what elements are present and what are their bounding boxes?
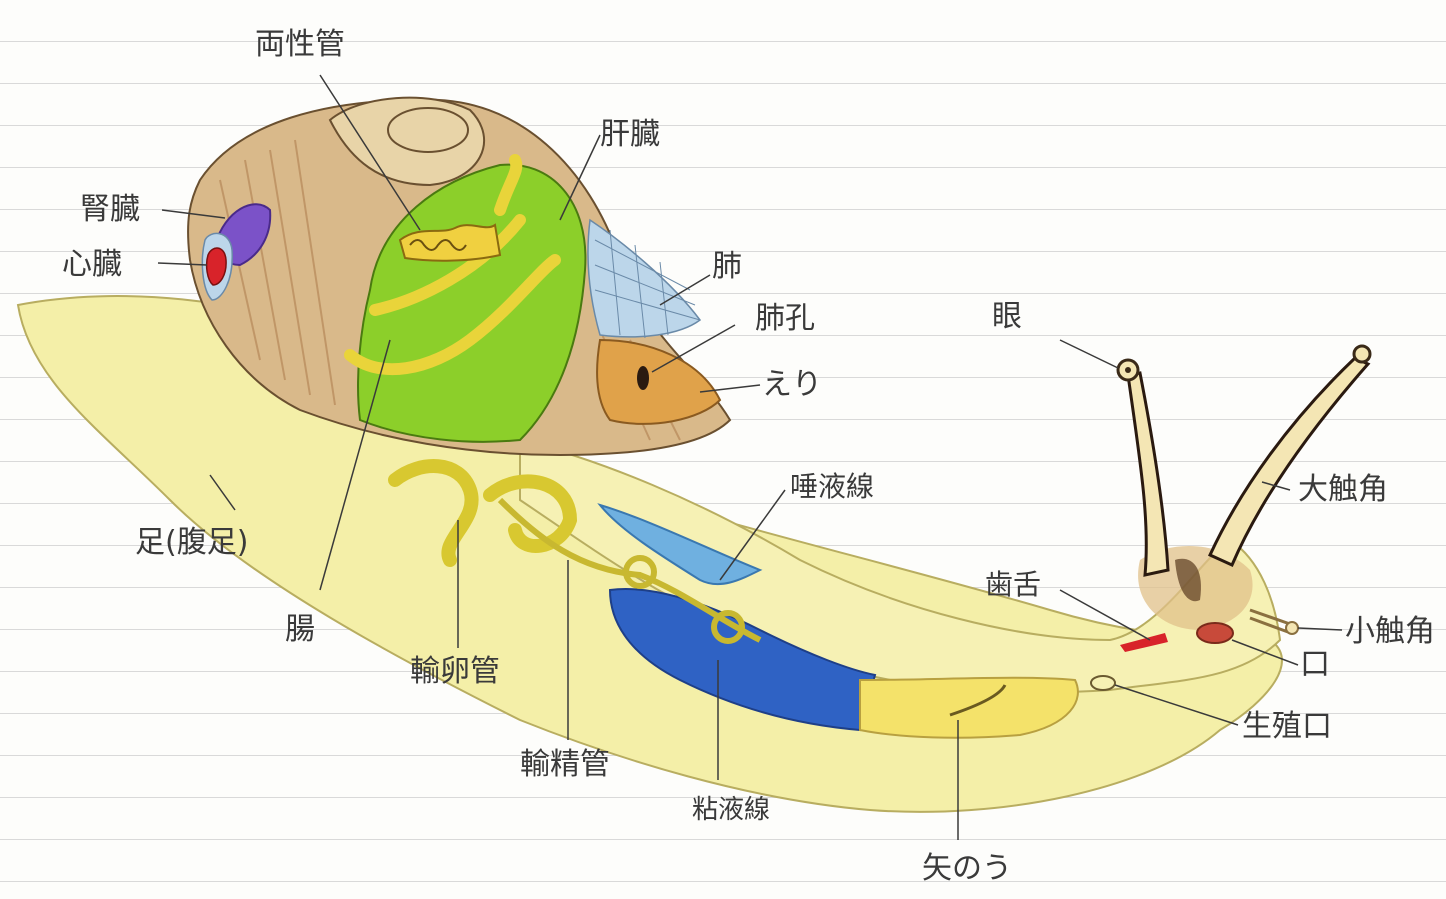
label-kidney: 腎臓	[80, 193, 140, 227]
label-hermaphroditic-duct: 両性管	[255, 28, 345, 62]
right-tentacle	[1210, 358, 1368, 565]
label-pneumostome: 肺孔	[755, 302, 815, 336]
label-heart: 心臓	[62, 248, 122, 282]
label-mouth: 口	[1300, 648, 1330, 682]
label-foot: 足(腹足)	[135, 526, 248, 560]
label-oviduct: 輸卵管	[410, 655, 500, 689]
pneumostome	[637, 366, 649, 390]
label-genital-pore: 生殖口	[1242, 710, 1332, 744]
mantle-collar	[597, 340, 720, 424]
label-mucus-gland: 粘液線	[692, 793, 770, 827]
genital-pore	[1091, 676, 1115, 690]
label-small-tentacle: 小触角	[1345, 615, 1435, 649]
label-salivary-gland: 唾液線	[790, 470, 874, 504]
label-sperm-duct: 輸精管	[520, 748, 610, 782]
label-eye: 眼	[992, 300, 1022, 334]
label-lung: 肺	[712, 250, 742, 284]
label-liver: 肝臓	[600, 118, 660, 152]
label-dart-sac: 矢のう	[922, 852, 1012, 886]
left-tentacle	[1128, 373, 1168, 575]
label-radula: 歯舌	[985, 568, 1041, 602]
right-eye	[1354, 346, 1370, 362]
mouth	[1197, 623, 1233, 643]
label-intestine: 腸	[285, 613, 315, 647]
label-collar: えり	[762, 368, 822, 402]
lung	[588, 220, 700, 338]
label-large-tentacle: 大触角	[1298, 473, 1388, 507]
